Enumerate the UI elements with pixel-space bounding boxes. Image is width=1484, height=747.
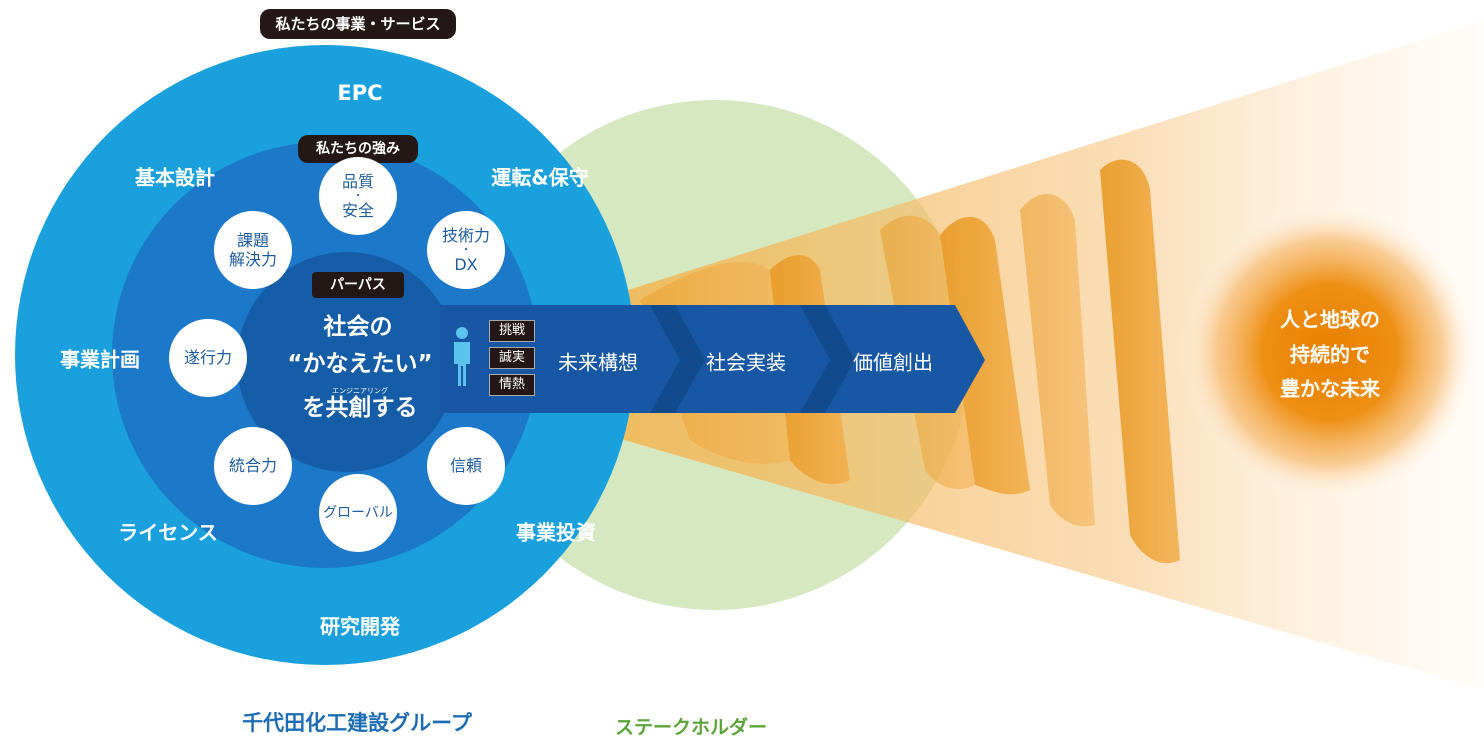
strength-global-label: グローバル [323, 504, 393, 521]
process-step-value-creation: 価値創出 [853, 350, 933, 375]
group-label: 千代田化工建設グループ [242, 711, 472, 735]
service-epc: EPC [337, 80, 383, 105]
strength-execution-label: 遂行力 [183, 348, 232, 368]
strength-technology-dx-line1: 技術力 [441, 226, 490, 246]
strength-problem-solving-line2: 解決力 [228, 250, 277, 269]
strength-integration: 統合力 [214, 427, 292, 505]
strength-problem-solving-line1: 課題 [236, 230, 269, 250]
service-operation-maintenance: 運転&保守 [491, 165, 589, 190]
chevron-divider-2 [800, 305, 855, 413]
purpose-line1: 社会の [323, 313, 393, 340]
strength-problem-solving: 課題 解決力 [214, 211, 292, 289]
purpose-line3: を共創する [302, 394, 418, 421]
service-basic-design: 基本設計 [135, 165, 215, 190]
purpose-circle [237, 252, 457, 472]
strength-global: グローバル [319, 474, 397, 552]
strength-quality-safety-line1: 品質 [341, 172, 374, 192]
strength-technology-dx: 技術力 ・ DX [427, 211, 505, 289]
process-arrow [440, 305, 985, 413]
service-business-planning: 事業計画 [60, 347, 140, 372]
value-challenge: 挑戦 [489, 320, 535, 342]
chevron-divider-1 [650, 305, 705, 413]
service-business-investment: 事業投資 [516, 520, 596, 545]
future-line3: 豊かな未来 [1280, 376, 1380, 401]
purpose-pill: パーパス [312, 272, 404, 298]
future-glow [1180, 202, 1480, 502]
person-icon [454, 327, 470, 386]
value-passion: 情熱 [489, 374, 535, 396]
strength-quality-safety-line2: 安全 [341, 200, 374, 220]
strength-trust-label: 信頼 [449, 456, 482, 476]
strength-technology-dx-line2: DX [454, 254, 478, 274]
service-license: ライセンス [118, 520, 218, 545]
strength-quality-safety: 品質 ・ 安全 [319, 157, 397, 235]
purpose-line2: “かなえたい” [287, 350, 433, 377]
service-rnd: 研究開発 [320, 614, 400, 639]
strength-integration-label: 統合力 [228, 456, 277, 476]
stakeholder-label: ステークホルダー [614, 716, 768, 739]
strength-quality-safety-dot: ・ [353, 190, 363, 202]
strength-execution: 遂行力 [169, 319, 247, 397]
process-step-future-vision: 未来構想 [558, 350, 638, 375]
strength-technology-dx-dot: ・ [461, 244, 471, 256]
strength-trust: 信頼 [427, 427, 505, 505]
future-line1: 人と地球の [1280, 307, 1380, 332]
purpose-ruby: エンジニアリング [332, 386, 388, 395]
services-pill: 私たちの事業・サービス [260, 9, 456, 39]
process-step-social-implementation: 社会実装 [706, 350, 786, 375]
future-line2: 持続的で [1290, 342, 1370, 367]
value-integrity: 誠実 [489, 347, 535, 369]
